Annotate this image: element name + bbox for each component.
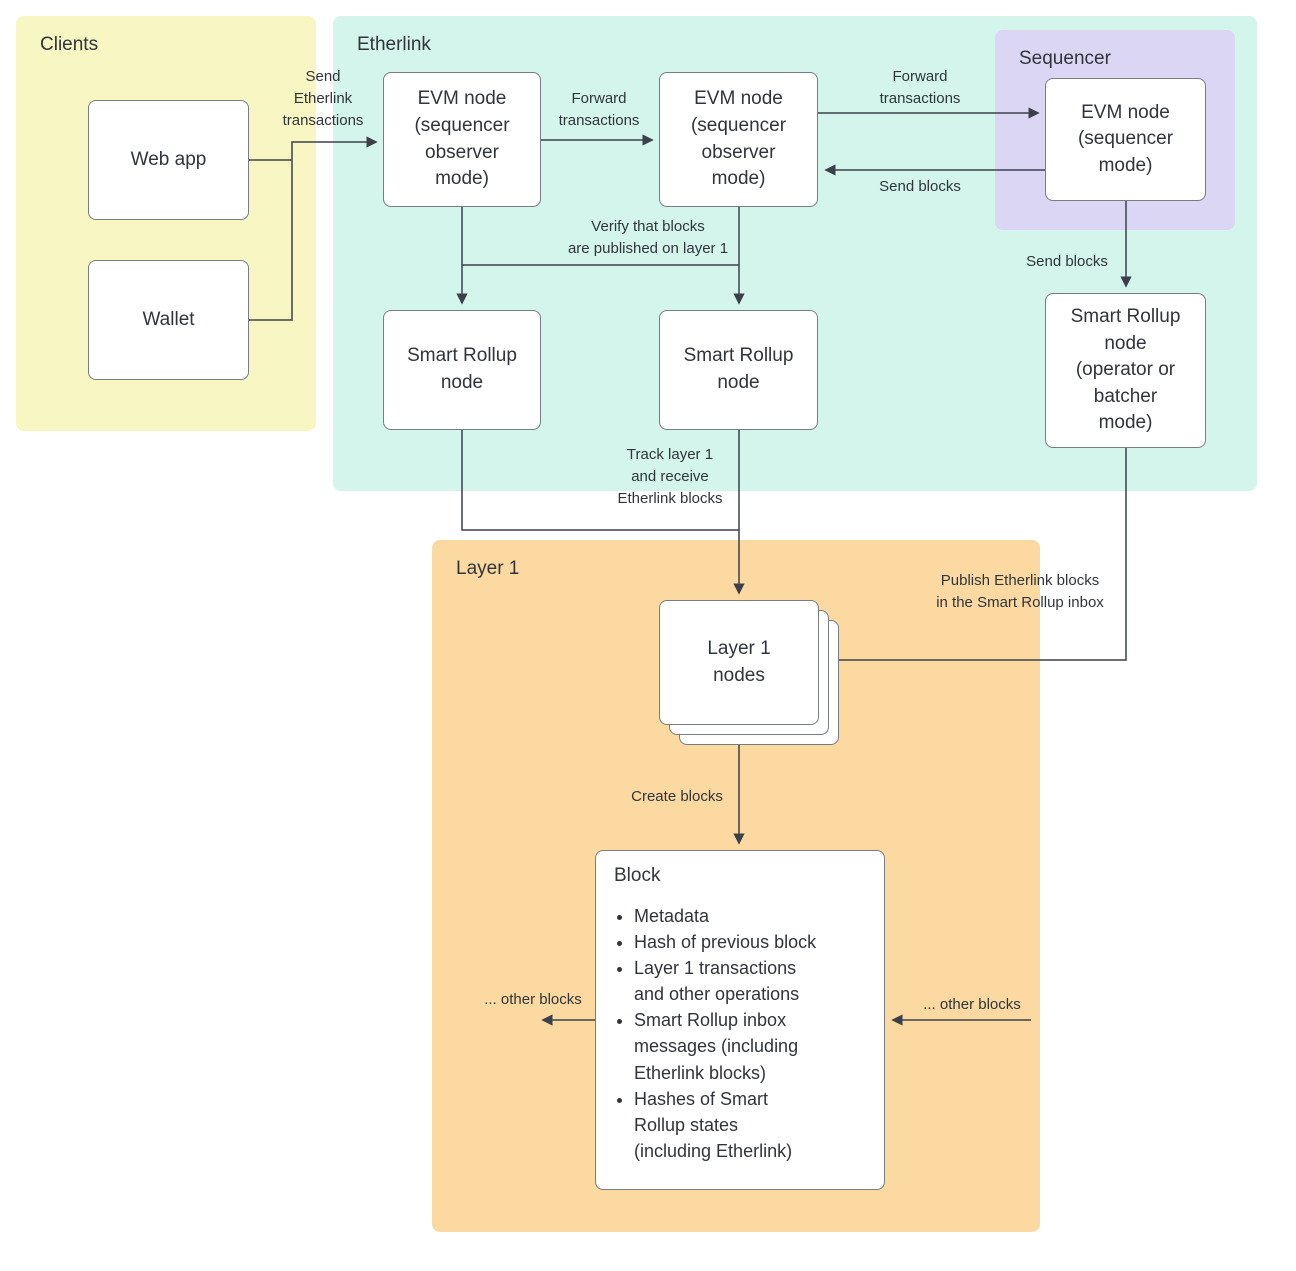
node-smart-rollup-2-label: Smart Rollup node	[683, 345, 794, 393]
block-item: Layer 1 transactions and other operation…	[634, 955, 868, 1007]
node-evm-observer-2-label: EVM node (sequencer observer mode)	[690, 88, 787, 190]
node-smart-rollup-1-label: Smart Rollup node	[407, 345, 517, 393]
block-item-list: MetadataHash of previous blockLayer 1 tr…	[634, 903, 868, 1164]
node-evm-observer-2: EVM node (sequencer observer mode)	[659, 72, 818, 207]
region-layer1-label: Layer 1	[456, 558, 520, 579]
node-block-title: Block	[614, 865, 661, 886]
edge-label-other-blocks-left: ... other blocks	[484, 991, 582, 1008]
block-item: Metadata	[634, 903, 868, 929]
block-item: Hashes of Smart Rollup states (including…	[634, 1086, 868, 1164]
edge-label-send-blocks-to-rollup: Send blocks	[1026, 253, 1108, 270]
node-smart-rollup-1: Smart Rollup node	[383, 310, 541, 430]
edge-label-send-blocks-to-observer: Send blocks	[879, 178, 961, 195]
edge-label-forward-transactions-1: Forward transactions	[558, 90, 640, 129]
block-item: Hash of previous block	[634, 929, 868, 955]
node-block: Block MetadataHash of previous blockLaye…	[595, 850, 885, 1190]
edge-label-send-transactions: Send Etherlink transactions	[282, 68, 364, 129]
node-layer1-nodes-label: Layer 1 nodes	[707, 637, 771, 686]
node-evm-observer-1-label: EVM node (sequencer observer mode)	[414, 88, 510, 190]
edge-label-track-layer1: Track layer 1 and receive Etherlink bloc…	[617, 446, 723, 507]
region-etherlink-label: Etherlink	[357, 34, 431, 55]
node-smart-rollup-operator-label: Smart Rollup node (operator or batcher m…	[1070, 306, 1181, 434]
node-web-app: Web app	[88, 100, 249, 220]
node-evm-sequencer-label: EVM node (sequencer mode)	[1077, 101, 1174, 176]
region-clients-label: Clients	[40, 34, 99, 55]
edge-label-create-blocks: Create blocks	[631, 788, 723, 805]
node-wallet: Wallet	[88, 260, 249, 380]
node-smart-rollup-2: Smart Rollup node	[659, 310, 818, 430]
node-evm-observer-1: EVM node (sequencer observer mode)	[383, 72, 541, 207]
node-evm-sequencer: EVM node (sequencer mode)	[1045, 78, 1206, 201]
edge-label-forward-transactions-2: Forward transactions	[879, 68, 961, 107]
region-sequencer-label: Sequencer	[1019, 48, 1111, 69]
edge-label-publish-blocks: Publish Etherlink blocks in the Smart Ro…	[936, 572, 1104, 611]
edge-label-verify-blocks: Verify that blocks are published on laye…	[567, 218, 729, 257]
node-smart-rollup-operator: Smart Rollup node (operator or batcher m…	[1045, 293, 1206, 448]
block-item: Smart Rollup inbox messages (including E…	[634, 1007, 868, 1085]
node-layer1-nodes: Layer 1 nodes	[659, 600, 819, 725]
edge-label-other-blocks-right: ... other blocks	[923, 996, 1021, 1013]
node-wallet-label: Wallet	[142, 308, 195, 330]
node-web-app-label: Web app	[130, 148, 207, 170]
